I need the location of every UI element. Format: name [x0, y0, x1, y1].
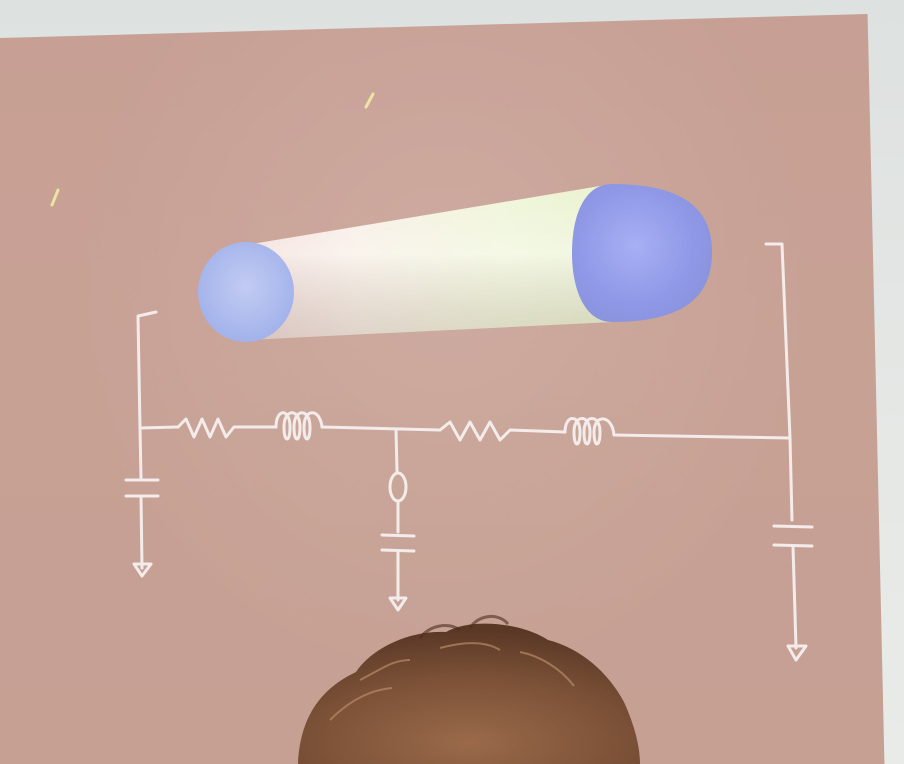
capacitor-icon [124, 478, 160, 498]
projected-slide [0, 14, 885, 764]
cylinder-right-cap [572, 184, 712, 322]
ground-icon [132, 494, 153, 578]
right-lead-wire [764, 242, 792, 440]
ground-icon [388, 549, 408, 612]
wire-segment [788, 436, 794, 522]
wire-segment [320, 425, 442, 432]
wire-segment [612, 433, 792, 440]
inductor-icon [274, 411, 324, 441]
sparkle-mark [50, 188, 60, 207]
capacitor-icon [772, 524, 814, 548]
sparkle-mark [364, 92, 375, 109]
capacitor-icon [380, 533, 416, 553]
audience-head [298, 615, 640, 764]
wire-segment [394, 428, 399, 474]
cable-equivalent-circuit [124, 242, 814, 662]
resistor-icon [438, 420, 567, 442]
wire-segment [138, 426, 143, 480]
resistor-icon [176, 417, 278, 439]
wire-segment [138, 425, 180, 430]
left-lead-wire [136, 310, 158, 430]
ground-icon [786, 544, 808, 662]
tapered-cylinder [198, 184, 712, 342]
cylinder-left-cap [198, 242, 294, 342]
current-source-icon [388, 471, 408, 503]
inductor-icon [563, 417, 616, 446]
